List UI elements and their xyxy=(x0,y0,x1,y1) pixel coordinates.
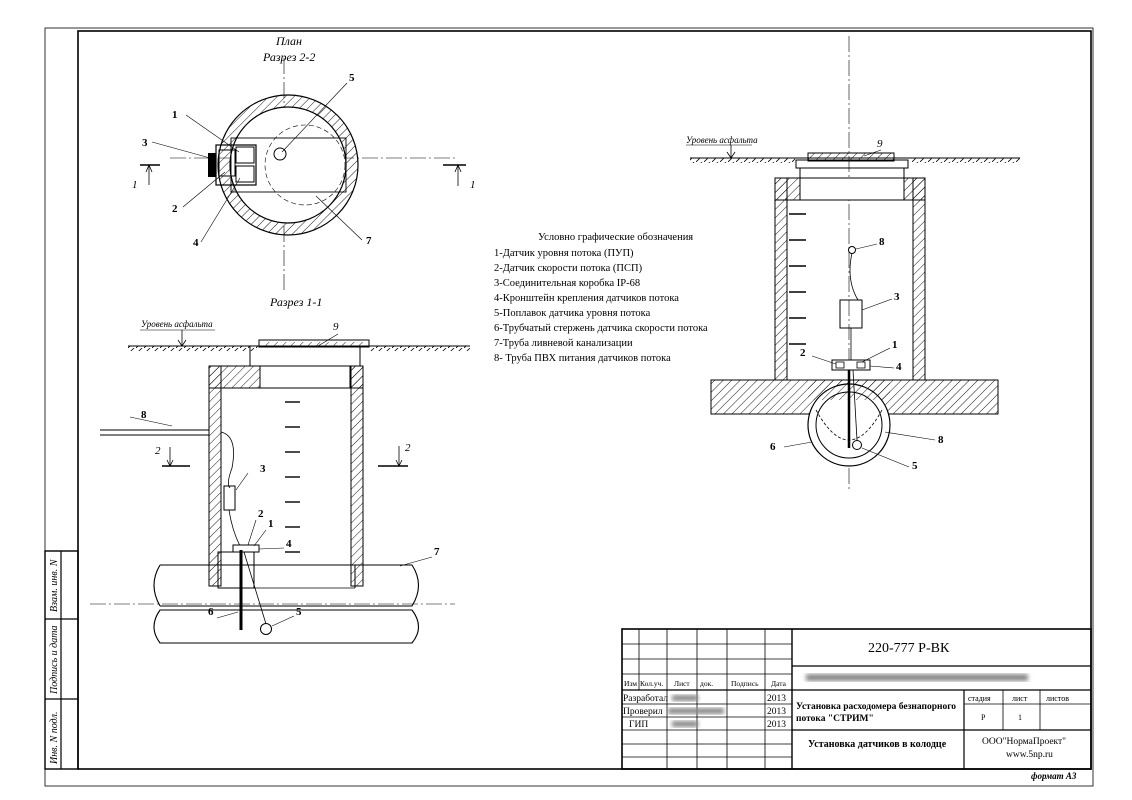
stamp-header-izm: Изм xyxy=(624,679,637,688)
stamp-header-list: Лист xyxy=(674,679,690,688)
stamp-sheet-title: Установка датчиков в колодце xyxy=(808,739,947,750)
stamp-title-line1: Установка расходомера безнапорного xyxy=(796,701,956,712)
cut-mark-left: 1 xyxy=(132,179,138,191)
side-stamp: Инв. N подл. Подпись и дата Взам. инв. N xyxy=(44,550,79,770)
redacted-address xyxy=(806,674,1028,681)
legend-item: 1-Датчик уровня потока (ПУП) xyxy=(494,248,634,259)
right-callout-5: 5 xyxy=(912,460,918,472)
stamp-header-data: Дата xyxy=(771,679,787,688)
side-stamp-col2: Подпись и дата xyxy=(49,625,60,695)
stamp-stage-label: стадия xyxy=(968,694,991,703)
right-section: Уровень асфальта 9 xyxy=(686,36,1020,490)
right-asphalt-label: Уровень асфальта xyxy=(686,135,758,145)
section11-callout-9: 9 xyxy=(333,321,339,333)
legend-item: 3-Соединительная коробка IP-68 xyxy=(494,278,640,289)
section11-callout-4: 4 xyxy=(286,538,292,550)
section11-callout-2: 2 xyxy=(258,508,264,520)
stamp-header-podpis: Подпись xyxy=(731,679,759,688)
legend-item: 7-Труба ливневой канализации xyxy=(494,338,633,349)
plan-callout-5: 5 xyxy=(349,72,355,84)
right-callout-2: 2 xyxy=(800,347,806,359)
stamp-row-role: Проверил xyxy=(623,707,663,717)
redacted-name xyxy=(672,721,698,727)
stamp-row-role: ГИП xyxy=(629,720,648,730)
legend-item: 8- Труба ПВХ питания датчиков потока xyxy=(494,353,671,364)
plan-callout-4: 4 xyxy=(193,237,199,249)
legend-item: 6-Трубчатый стержень датчика скорости по… xyxy=(494,323,708,334)
stamp-header-doc: док. xyxy=(700,679,713,688)
legend-item: 2-Датчик скорости потока (ПСП) xyxy=(494,263,643,274)
section-1-1: Разрез 1-1 Уровень асфальта 9 xyxy=(90,295,470,644)
outer-frame xyxy=(44,27,1094,787)
plan-callout-3: 3 xyxy=(142,137,148,149)
format-label: формат А3 xyxy=(1031,771,1077,781)
side-stamp-col1: Инв. N подл. xyxy=(49,712,60,765)
cut-mark-2-right: 2 xyxy=(405,442,411,454)
stamp-header-kol: Кол.уч. xyxy=(640,679,663,688)
section11-callout-3: 3 xyxy=(260,463,266,475)
redacted-name xyxy=(672,695,698,701)
section11-callout-1: 1 xyxy=(268,518,274,530)
right-callout-3: 3 xyxy=(894,291,900,303)
inner-frame xyxy=(77,30,1092,770)
redacted-name xyxy=(668,708,724,714)
plan-subtitle: Разрез 2-2 xyxy=(262,50,315,64)
stamp-site: www.5np.ru xyxy=(1006,750,1053,760)
title-block: Изм Кол.уч. Лист док. Подпись Дата Разра… xyxy=(621,628,1092,770)
section11-callout-7: 7 xyxy=(434,546,440,558)
plan-view: План Разрез 2-2 1 3 2 4 5 7 1 xyxy=(132,34,476,292)
legend: Условно графические обозначения 1-Датчик… xyxy=(494,232,708,364)
cut-mark-right: 1 xyxy=(470,179,476,191)
right-callout-8-top: 8 xyxy=(879,236,885,248)
stamp-row-year: 2013 xyxy=(767,707,786,717)
stamp-title-line2: потока "СТРИМ" xyxy=(796,714,874,724)
section11-callout-8: 8 xyxy=(141,409,147,421)
stamp-lists-label: листов xyxy=(1046,694,1069,703)
plan-callout-1: 1 xyxy=(172,109,178,121)
legend-title: Условно графические обозначения xyxy=(538,232,693,243)
section11-callout-5: 5 xyxy=(296,606,302,618)
right-callout-1: 1 xyxy=(892,339,898,351)
stamp-list-label: лист xyxy=(1012,694,1028,703)
stamp-list: 1 xyxy=(1018,713,1022,722)
section11-callout-6: 6 xyxy=(208,606,214,618)
section11-asphalt-label: Уровень асфальта xyxy=(141,319,213,329)
right-callout-8-bottom: 8 xyxy=(938,434,944,446)
right-callout-4: 4 xyxy=(896,361,902,373)
right-callout-9: 9 xyxy=(877,138,883,150)
stamp-org: ООО"НормаПроект" xyxy=(982,737,1066,747)
cut-mark-2-left: 2 xyxy=(155,445,161,457)
plan-title: План xyxy=(275,34,302,48)
plan-callout-2: 2 xyxy=(172,203,178,215)
stamp-code: 220-777 Р-ВК xyxy=(868,641,950,656)
legend-item: 5-Поплавок датчика уровня потока xyxy=(494,308,651,319)
stamp-row-year: 2013 xyxy=(767,720,786,730)
stamp-row-role: Разработал xyxy=(623,693,668,704)
plan-callout-7: 7 xyxy=(366,235,372,247)
side-stamp-col3: Взам. инв. N xyxy=(49,558,60,612)
right-callout-6: 6 xyxy=(770,441,776,453)
stamp-row-year: 2013 xyxy=(767,694,786,704)
stamp-stage: Р xyxy=(981,713,986,722)
section11-title: Разрез 1-1 xyxy=(269,295,322,309)
legend-item: 4-Кронштейн крепления датчиков потока xyxy=(494,293,679,304)
